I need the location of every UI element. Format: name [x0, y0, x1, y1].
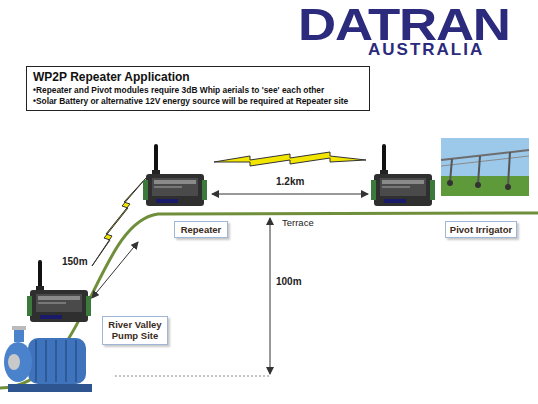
box-heading: WP2P Repeater Application [33, 70, 363, 84]
bullet-note: •Repeater and Pivot modules require 3dB … [33, 85, 363, 96]
distance-dimension [92, 242, 138, 298]
site-name: River Valley Pump Site [106, 319, 164, 342]
water-pump [4, 326, 92, 392]
pivot-photo [505, 184, 511, 190]
distance-dimension [212, 194, 368, 195]
river-level-line [115, 376, 270, 377]
radio-link [214, 152, 366, 166]
dimension-label: 1.2km [276, 176, 304, 187]
water-pump [65, 340, 67, 382]
site-label: Pivot Irrigator [445, 221, 517, 238]
dimension-label: 100m [276, 276, 302, 287]
water-pump [55, 340, 57, 382]
dimension-label: 150m [62, 256, 88, 267]
water-pump [45, 340, 47, 382]
pivot-photo [508, 152, 510, 186]
radio-module [371, 146, 435, 206]
site-label: Repeater [174, 221, 228, 238]
water-pump [75, 340, 77, 382]
info-box: WP2P Repeater Application•Repeater and P… [26, 66, 370, 111]
logo-subtext: AUSTRALIA [366, 40, 486, 60]
terrain-label: Terrace [282, 217, 314, 228]
site-name: Pivot Irrigator [449, 224, 513, 235]
pivot-photo [441, 150, 529, 160]
pivot-photo [441, 138, 529, 196]
water-pump [28, 338, 86, 384]
site-name: Repeater [178, 224, 224, 235]
radio-link [92, 178, 146, 266]
terrace-ground [0, 213, 538, 388]
pivot-photo [475, 182, 481, 188]
water-pump [8, 354, 20, 370]
pivot-photo [450, 159, 452, 182]
pivot-photo [441, 156, 529, 166]
pivot-photo [441, 176, 529, 196]
bullet-note: •Solar Battery or alternative 12V energy… [33, 96, 363, 107]
water-pump [8, 384, 92, 392]
water-pump [14, 328, 24, 342]
radio-module [143, 146, 207, 206]
pivot-photo [478, 156, 480, 184]
pivot-photo [447, 180, 453, 186]
water-pump [12, 326, 26, 330]
radio-module [27, 262, 91, 322]
water-pump [4, 342, 32, 382]
pivot-photo [441, 138, 529, 196]
height-dimension [270, 218, 271, 374]
site-label: River Valley Pump Site [102, 316, 168, 345]
water-pump [35, 340, 37, 382]
